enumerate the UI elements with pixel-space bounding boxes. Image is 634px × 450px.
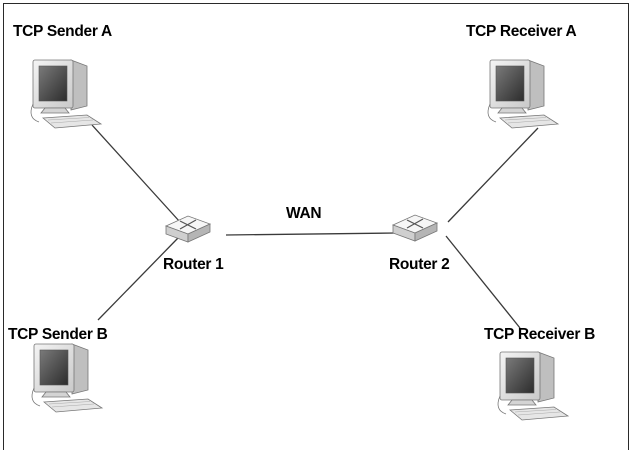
- computer-icon-sender-b: [31, 343, 103, 413]
- label-receiver-a: TCP Receiver A: [466, 23, 577, 40]
- computer-icon-receiver-b: [497, 351, 569, 421]
- label-wan: WAN: [286, 205, 322, 222]
- router-icon-1: [165, 215, 211, 243]
- link-sender-b-router-1: [97, 237, 179, 321]
- link-sender-a-router-1: [91, 124, 181, 223]
- label-router-1: Router 1: [163, 256, 224, 273]
- label-receiver-b: TCP Receiver B: [484, 326, 595, 343]
- label-sender-a: TCP Sender A: [13, 23, 112, 40]
- links: [91, 124, 539, 329]
- computer-icon-sender-a: [30, 59, 102, 129]
- link-wan: [225, 232, 397, 236]
- router-icon-2: [392, 214, 438, 242]
- link-router-2-receiver-a: [447, 127, 539, 223]
- link-router-2-receiver-b: [445, 235, 521, 329]
- label-sender-b: TCP Sender B: [8, 326, 108, 343]
- label-router-2: Router 2: [389, 256, 450, 273]
- computer-icon-receiver-a: [487, 59, 559, 129]
